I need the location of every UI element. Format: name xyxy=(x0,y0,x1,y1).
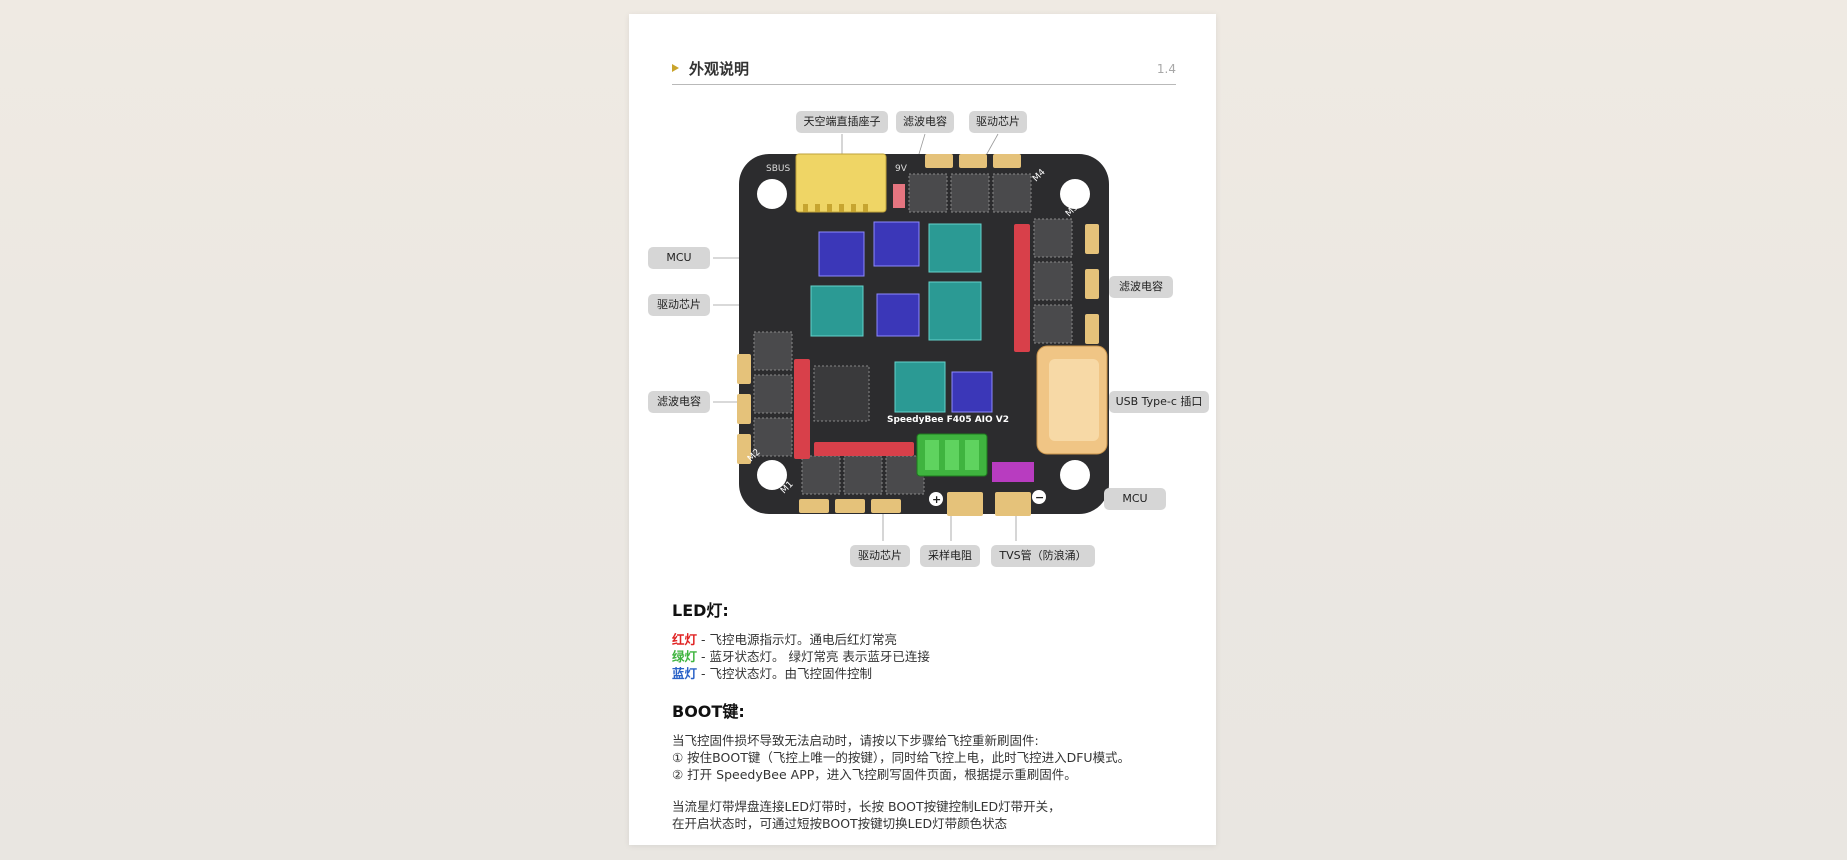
callout-receiver-socket: 天空端直插座子 xyxy=(796,111,888,133)
mount-hole-icon xyxy=(1060,460,1090,490)
filter-capacitor-top xyxy=(893,184,905,208)
callout-tvs: TVS管（防浪涌） xyxy=(991,545,1095,567)
callout-top-filter-cap: 滤波电容 xyxy=(896,111,954,133)
led-green-desc: - 蓝牙状态灯。 绿灯常亮 表示蓝牙已连接 xyxy=(697,649,930,664)
led-green-line: 绿灯 - 蓝牙状态灯。 绿灯常亮 表示蓝牙已连接 xyxy=(672,648,930,665)
plus-sign: + xyxy=(932,493,941,506)
callout-bottom-driver-chip: 驱动芯片 xyxy=(850,545,910,567)
boot-step-1: ① 按住BOOT键（飞控上唯一的按键），同时给飞控上电，此时飞控进入DFU模式。 xyxy=(672,750,1131,765)
minus-icon xyxy=(1032,490,1046,504)
led-blue-line: 蓝灯 - 飞控状态灯。由飞控固件控制 xyxy=(672,665,930,682)
silk-sbus: SBUS xyxy=(766,164,790,174)
boot-step-2: ② 打开 SpeedyBee APP，进入飞控刷写固件页面，根据提示重刷固件。 xyxy=(672,767,1077,782)
receiver-socket xyxy=(795,153,887,213)
callout-right-mcu: MCU xyxy=(1104,488,1166,510)
plus-icon xyxy=(929,492,943,506)
callout-left-driver-chip: 驱动芯片 xyxy=(648,294,710,316)
boot-led-strip-2: 在开启状态时，可通过短按BOOT按键切换LED灯带颜色状态 xyxy=(672,816,1008,831)
boot-intro: 当飞控固件损坏导致无法启动时，请按以下步骤给飞控重新刷固件: xyxy=(672,733,1039,748)
boot-led-strip-1: 当流星灯带焊盘连接LED灯带时，长按 BOOT按键控制LED灯带开关， xyxy=(672,799,1061,814)
led-heading: LED灯: xyxy=(672,601,729,620)
led-red-name: 红灯 xyxy=(672,632,698,647)
driver-chips xyxy=(810,223,982,413)
sense-resistor-seg xyxy=(945,440,959,470)
tvs-diode xyxy=(992,462,1034,482)
led-blue-desc: - 飞控状态灯。由飞控固件控制 xyxy=(697,666,872,681)
sense-resistor-seg xyxy=(965,440,979,470)
boot-led-strip: 当流星灯带焊盘连接LED灯带时，长按 BOOT按键控制LED灯带开关， 在开启状… xyxy=(672,798,1061,832)
callout-usb-port: USB Type-c 插口 xyxy=(1109,391,1209,413)
mount-hole-icon xyxy=(757,179,787,209)
page-number: 1.4 xyxy=(1156,62,1176,76)
mcu-chips xyxy=(818,221,993,413)
minus-sign: − xyxy=(1035,491,1044,504)
receiver-socket-pins xyxy=(803,204,868,212)
boot-heading: BOOT键: xyxy=(672,702,745,721)
mount-hole-icon xyxy=(1060,179,1090,209)
sense-resistor-seg xyxy=(925,440,939,470)
usb-typec-inner xyxy=(1049,359,1099,441)
led-list: 红灯 - 飞控电源指示灯。通电后红灯常亮 绿灯 - 蓝牙状态灯。 绿灯常亮 表示… xyxy=(672,631,930,682)
callout-left-filter-cap: 滤波电容 xyxy=(648,391,710,413)
callout-right-filter-cap: 滤波电容 xyxy=(1109,276,1173,298)
processor-chip xyxy=(813,365,870,422)
top-mosfets xyxy=(753,173,1073,495)
section-header: 外观说明 1.4 xyxy=(672,42,1176,85)
section-marker-icon xyxy=(672,64,679,72)
led-red-desc: - 飞控电源指示灯。通电后红灯常亮 xyxy=(697,632,897,647)
solder-pads xyxy=(737,154,1099,516)
led-blue-name: 蓝灯 xyxy=(672,666,698,681)
document-page: 外观说明 1.4 xyxy=(629,14,1216,845)
filter-capacitors xyxy=(794,224,1030,459)
silk-9v: 9V xyxy=(895,164,908,174)
mount-hole-icon xyxy=(757,460,787,490)
led-green-name: 绿灯 xyxy=(672,649,698,664)
boot-instructions: 当飞控固件损坏导致无法启动时，请按以下步骤给飞控重新刷固件: ① 按住BOOT键… xyxy=(672,732,1130,783)
board-diagram: SBUS 9V M4 M3 M2 M1 SpeedyBee F405 AIO V… xyxy=(713,133,1116,541)
board-name: SpeedyBee F405 AIO V2 xyxy=(887,415,1009,425)
callout-top-driver-chip: 驱动芯片 xyxy=(969,111,1027,133)
section-title: 外观说明 xyxy=(689,60,750,78)
callout-left-mcu: MCU xyxy=(648,247,710,269)
led-red-line: 红灯 - 飞控电源指示灯。通电后红灯常亮 xyxy=(672,631,930,648)
callout-sense-resistor: 采样电阻 xyxy=(920,545,980,567)
